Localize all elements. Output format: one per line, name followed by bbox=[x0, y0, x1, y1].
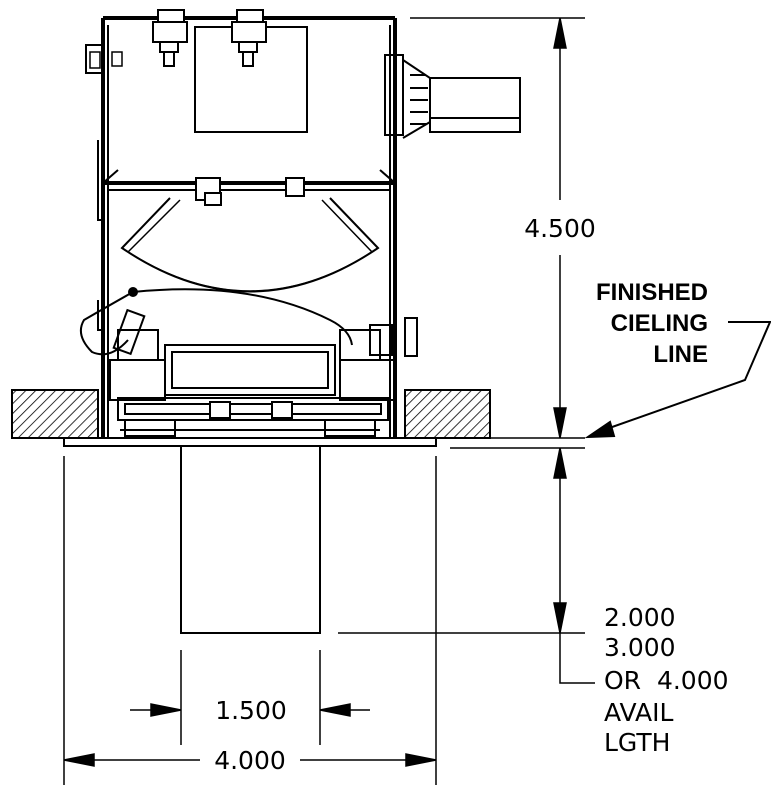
lamp-wire bbox=[79, 287, 353, 356]
dim-width-4000 bbox=[63, 456, 437, 785]
dim-height-4500 bbox=[410, 17, 585, 439]
dim-label-avail: AVAIL bbox=[604, 698, 673, 727]
dim-trim-length bbox=[338, 447, 595, 684]
housing bbox=[85, 16, 397, 438]
dim-label-4000: 4.000 bbox=[214, 746, 286, 775]
trim-assembly bbox=[109, 317, 418, 437]
callout-leader bbox=[584, 321, 771, 439]
dim-label-4500: 4.500 bbox=[524, 214, 596, 243]
callout-line-2: CIELING bbox=[611, 310, 708, 337]
callout-line-1: FINISHED bbox=[596, 279, 708, 306]
ceiling-section-left bbox=[11, 389, 99, 439]
dim-aperture-1500 bbox=[130, 650, 370, 745]
callout-line-3: LINE bbox=[653, 341, 708, 368]
dim-label-4000-option: OR 4.000 bbox=[604, 666, 729, 695]
dim-label-lgth: LGTH bbox=[604, 728, 670, 757]
ceiling-section-right bbox=[404, 389, 491, 439]
dim-label-1500: 1.500 bbox=[215, 696, 287, 725]
junction-box bbox=[152, 9, 308, 133]
screw-left bbox=[152, 9, 188, 67]
screw-right bbox=[231, 9, 267, 67]
lamp-reflector bbox=[120, 177, 380, 293]
aperture-tube bbox=[180, 445, 321, 634]
dim-label-2000: 2.000 bbox=[604, 603, 676, 632]
dim-label-3000: 3.000 bbox=[604, 633, 676, 662]
conduit-connector bbox=[384, 54, 521, 139]
